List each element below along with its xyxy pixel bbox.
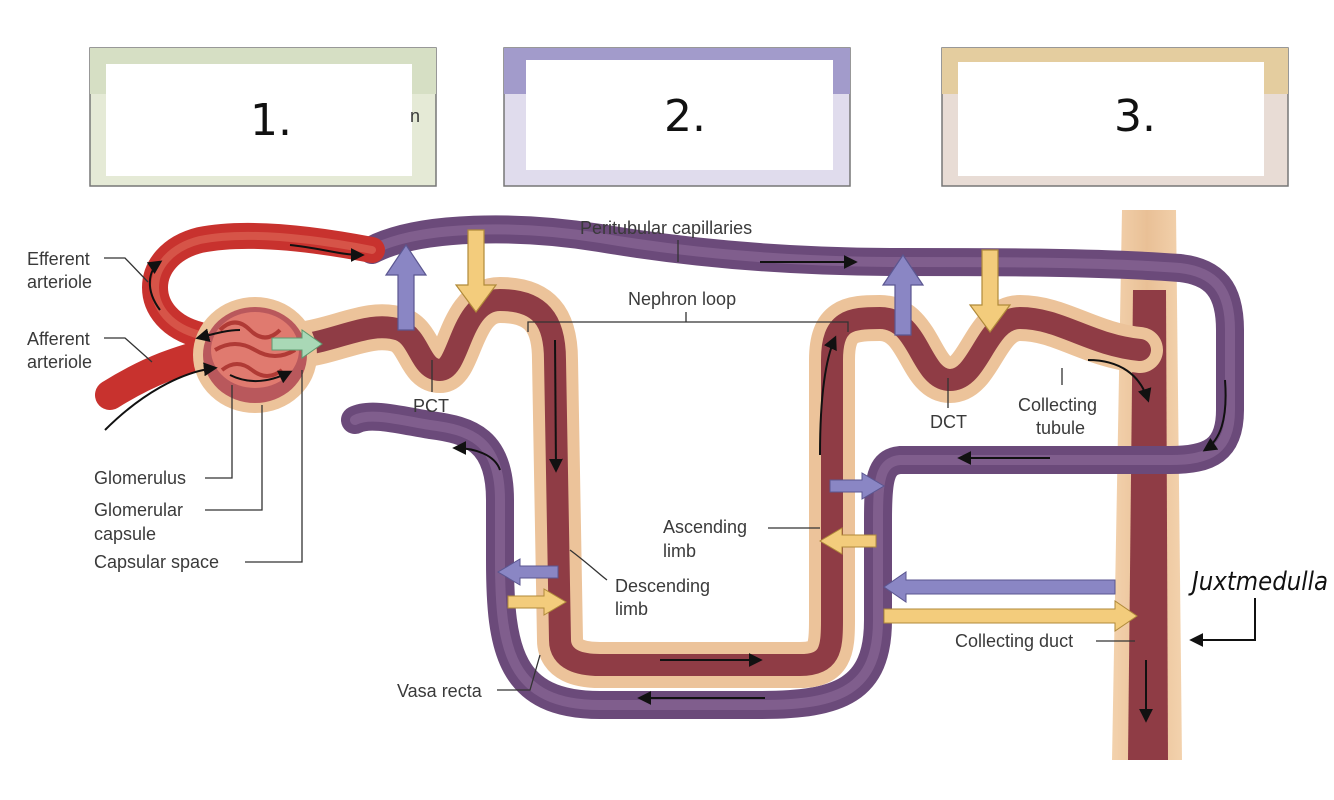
nephron-loop-label: Nephron loop [628,289,736,309]
afferent-arteriole-label-1: Afferent [27,329,90,349]
filtration-arrow [271,329,323,359]
secretion-arrow-dct [968,249,1012,334]
flow-arrows [104,244,1227,723]
header-box-2: 2. [503,47,851,187]
exchange-arrow-descending-in [507,588,567,616]
box-3-number: 3. [1114,91,1156,142]
leader-lines [104,240,1135,691]
box-1-partial-text: n [410,106,420,126]
reabsorption-arrow-pct [384,243,428,331]
ascending-limb-label-1: Ascending [663,517,747,537]
afferent-arteriole-label-2: arteriole [27,352,92,372]
ascending-limb-label-2: limb [663,541,696,561]
header-box-1: n 1. [89,47,437,187]
header-box-3: 3. [941,47,1289,187]
pct-label: PCT [413,396,449,416]
exchange-arrow-descending-out [497,558,559,586]
glomerular-capsule-label-2: capsule [94,524,156,544]
collecting-tubule-label-1: Collecting [1018,395,1097,415]
collecting-tubule-label-2: tubule [1036,418,1085,438]
juxtmedulla-text: Juxtmedulla [1188,567,1328,597]
annotation-arrow-icon [1189,598,1256,647]
dct-label: DCT [930,412,967,432]
peritubular-capillaries-label: Peritubular capillaries [580,218,752,238]
peritubular-capillary [341,215,1244,719]
glomerulus-label: Glomerulus [94,468,186,488]
descending-limb-label-1: Descending [615,576,710,596]
exchange-arrow-ascending-in [819,527,877,555]
efferent-arteriole-label-2: arteriole [27,272,92,292]
glomerular-capsule-label-1: Glomerular [94,500,183,520]
collecting-duct-label: Collecting duct [955,631,1073,651]
exchange-arrow-duct-in [883,600,1138,632]
descending-limb-label-2: limb [615,599,648,619]
secretion-arrow-pct [454,229,498,314]
exchange-arrow-duct-out [883,571,1116,603]
efferent-arteriole-label-1: Efferent [27,249,90,269]
reabsorption-arrow-dct [881,253,925,336]
handwritten-annotation: Juxtmedulla [1188,567,1328,647]
capsular-space-label: Capsular space [94,552,219,572]
box-2-number: 2. [664,91,706,142]
vasa-recta-label: Vasa recta [397,681,483,701]
labels: Efferent arteriole Afferent arteriole Gl… [27,218,1097,701]
box-1-number: 1. [250,95,292,146]
exchange-arrow-ascending-out [829,472,885,500]
